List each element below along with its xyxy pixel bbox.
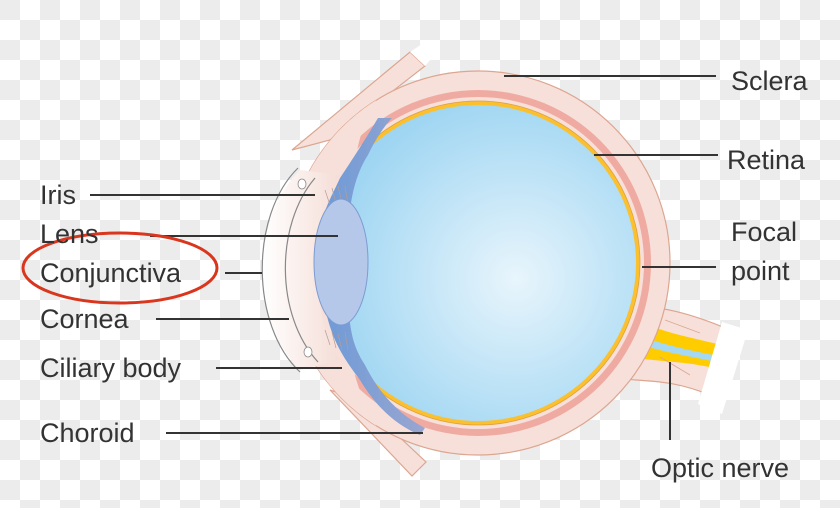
label-ciliary-body: Ciliary body [40,353,182,383]
lens-shape [313,198,369,326]
label-optic-nerve: Optic nerve [651,453,790,483]
label-sclera: Sclera [731,66,808,96]
label-point: point [731,256,790,286]
label-iris: Iris [40,180,76,210]
label-conjunctiva: Conjunctiva [40,258,182,288]
leader-lines [90,75,718,440]
label-lens: Lens [40,219,99,249]
label-cornea: Cornea [40,304,129,334]
label-focal: Focal [731,217,798,247]
label-retina: Retina [727,145,806,175]
highlight-ellipse [21,231,219,305]
label-choroid: Choroid [40,418,135,448]
vitreous-shape [320,105,636,421]
